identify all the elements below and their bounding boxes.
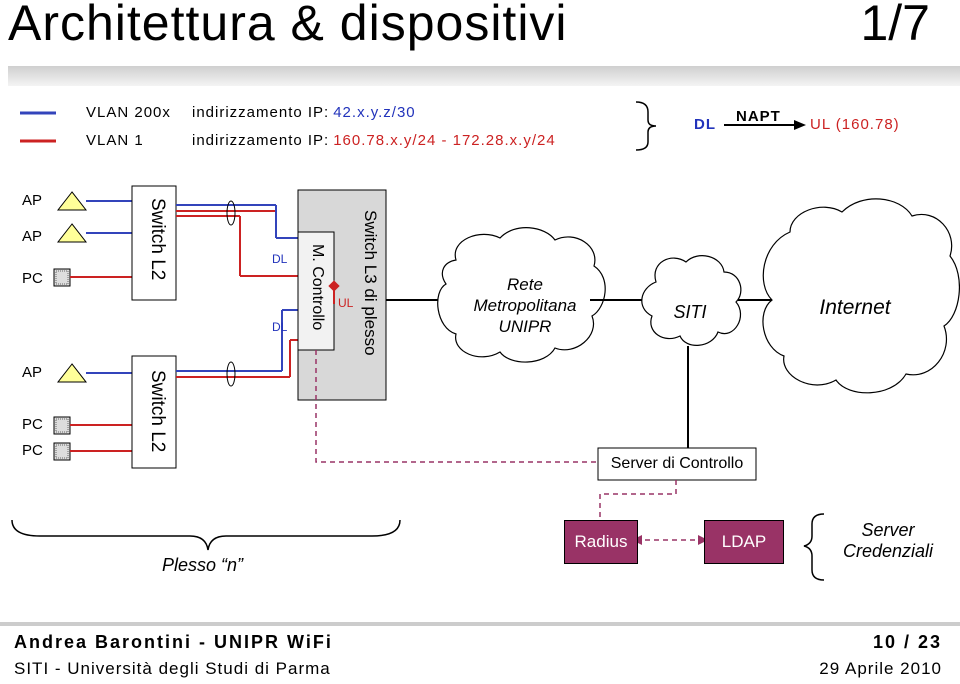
internet-cloud-label: Internet	[819, 296, 891, 319]
ap-label: AP	[22, 192, 43, 209]
plesso-label: Plesso “n”	[162, 555, 244, 575]
pc-label: PC	[22, 416, 43, 433]
vlan-a-range: 42.x.y.z/30	[333, 104, 416, 121]
siti-cloud	[641, 255, 742, 346]
switch-l2-box	[131, 185, 177, 301]
footer-org: SITI - Università degli Studi di Parma	[14, 659, 331, 678]
ap-icon	[56, 191, 88, 211]
vlan-a-row: indirizzamento IP: 42.x.y.z/30	[192, 104, 416, 121]
ap-label: AP	[22, 364, 43, 381]
vlan-b-label: indirizzamento IP:	[192, 132, 330, 149]
page-counter: 1/7	[860, 0, 930, 51]
m-controllo-label: M. Controllo	[309, 244, 326, 331]
dl-label: DL	[272, 252, 288, 266]
server-controllo-label: Server di Controllo	[610, 455, 744, 472]
legend-napt: NAPT	[736, 108, 781, 125]
trunk-icon	[226, 361, 236, 387]
m-controllo-box	[297, 231, 335, 351]
page-title: Architettura & dispositivi	[8, 0, 568, 51]
switch-l2-box	[131, 355, 177, 469]
plesso-brace	[11, 519, 401, 551]
ul-label: UL	[338, 296, 354, 310]
vlan-a-label: indirizzamento IP:	[192, 104, 330, 121]
pc-label: PC	[22, 442, 43, 459]
credenziali-brace	[803, 513, 825, 581]
ap-icon	[56, 363, 88, 383]
switch-l3-label: Switch L3 di plesso	[361, 210, 380, 356]
legend-brace	[635, 101, 657, 151]
footer-slide-number: 10 / 23	[872, 632, 942, 652]
footer-date: 29 Aprile 2010	[819, 659, 942, 678]
ap-icon	[56, 223, 88, 243]
dl-label: DL	[272, 320, 288, 334]
radius-box: Radius	[564, 520, 638, 564]
control-link	[315, 350, 598, 463]
vlan-b-range: 160.78.x.y/24 - 172.28.x.y/24	[333, 132, 556, 149]
vlan-b-name: VLAN 1	[86, 132, 144, 149]
footer-divider	[0, 622, 960, 626]
server-controllo-box	[597, 447, 757, 481]
internet-cloud	[762, 198, 960, 394]
metro-cloud-label: Rete Metropolitana UNIPR	[473, 275, 577, 336]
title-bar	[8, 66, 960, 86]
vlan-b-row: indirizzamento IP: 160.78.x.y/24 - 172.2…	[192, 132, 556, 149]
ldap-box: LDAP	[704, 520, 784, 564]
vlan-a-name: VLAN 200x	[86, 104, 171, 121]
metro-cloud	[437, 227, 606, 363]
ap-label: AP	[22, 228, 43, 245]
switch-l2-label: Switch L2	[147, 370, 168, 453]
trunk-icon	[226, 200, 236, 226]
siti-cloud-label: SITI	[673, 302, 707, 322]
pc-label: PC	[22, 270, 43, 287]
legend-ul: UL (160.78)	[810, 116, 900, 133]
switch-l2-label: Switch L2	[147, 198, 168, 281]
server-credenziali-label: Server Credenziali	[842, 520, 934, 561]
footer-author: Andrea Barontini - UNIPR WiFi	[14, 632, 333, 652]
legend-dl: DL	[694, 116, 716, 133]
